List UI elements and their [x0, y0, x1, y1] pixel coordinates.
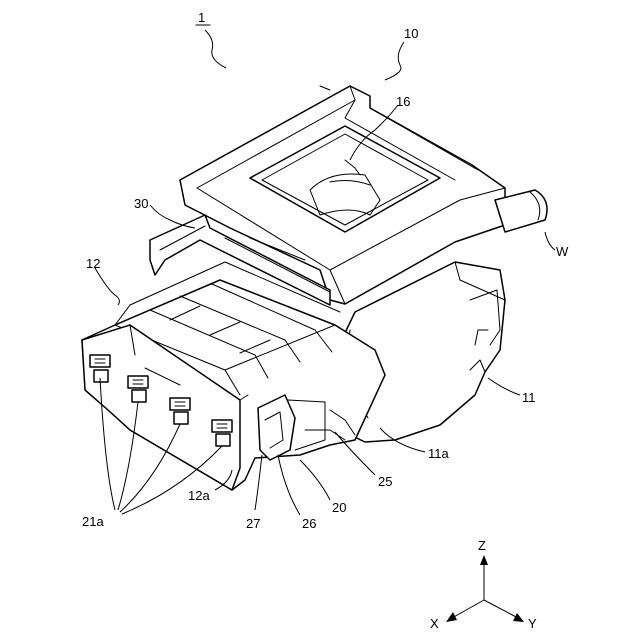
axis-z-label: Z: [478, 538, 486, 553]
label-20: 20: [332, 500, 346, 515]
axis-x-label: X: [430, 616, 439, 631]
label-10: 10: [404, 26, 418, 41]
label-w: W: [556, 244, 569, 259]
axis-indicator: Z X Y: [430, 538, 537, 631]
label-25: 25: [378, 474, 392, 489]
y-arrowhead: [513, 613, 524, 622]
label-27: 27: [246, 516, 260, 531]
axis-y-label: Y: [528, 616, 537, 631]
z-arrowhead: [480, 555, 488, 565]
label-26: 26: [302, 516, 316, 531]
label-30: 30: [134, 196, 148, 211]
label-21a: 21a: [82, 514, 104, 529]
x-arrowhead: [446, 612, 457, 622]
label-12: 12: [86, 256, 100, 271]
label-16: 16: [396, 94, 410, 109]
label-1: 1: [198, 10, 205, 25]
label-11a: 11a: [428, 446, 449, 461]
label-12a: 12a: [188, 488, 210, 503]
label-11: 11: [522, 390, 536, 405]
